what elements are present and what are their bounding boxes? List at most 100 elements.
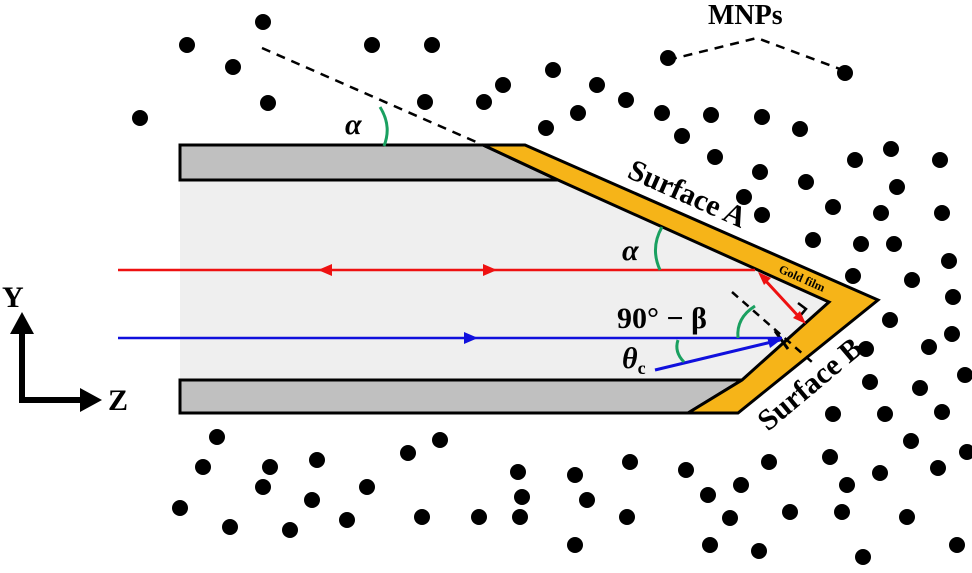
red-reflection-arrow-up (758, 272, 771, 285)
mnp-particle (754, 207, 770, 223)
mnp-particle (476, 94, 492, 110)
mnp-particle (825, 199, 841, 215)
mnp-particle (792, 121, 808, 137)
mnp-particle (899, 509, 915, 525)
mnp-particle (837, 65, 853, 81)
mnp-particle (934, 404, 950, 420)
mnp-particle (921, 339, 937, 355)
z-axis-label: Z (108, 384, 128, 417)
mnp-particle (825, 406, 841, 422)
mnp-particle (510, 464, 526, 480)
blue-incident-arrow (767, 337, 782, 348)
alpha-label-inner: α (622, 234, 639, 267)
mnp-particle (903, 433, 919, 449)
mnp-particle (872, 465, 888, 481)
mnp-particle (957, 367, 972, 383)
ninety-minus-beta-arc (736, 304, 756, 339)
mnp-particle (703, 107, 719, 123)
mnp-particle (567, 467, 583, 483)
mnp-particle (359, 479, 375, 495)
mnp-particle (622, 454, 638, 470)
ninety-minus-beta-label: 90° − β (617, 302, 707, 335)
mnp-particle (514, 489, 530, 505)
mnp-particle (364, 37, 380, 53)
mnp-particle (172, 500, 188, 516)
mnp-particle (862, 374, 878, 390)
mnp-particle (941, 253, 957, 269)
mnp-particles (132, 14, 972, 565)
mnp-particle (782, 504, 798, 520)
mnp-particle (222, 519, 238, 535)
mnp-particle (132, 110, 148, 126)
mnp-particle (304, 492, 320, 508)
mnp-particle (733, 477, 749, 493)
mnp-particle (700, 487, 716, 503)
mnp-particle (225, 59, 241, 75)
normal-foot-tick (773, 330, 790, 350)
mnp-particle (674, 128, 690, 144)
mnp-particle (722, 510, 738, 526)
mnp-particle (877, 406, 893, 422)
mnp-particle (736, 189, 752, 205)
mnp-particle (471, 509, 487, 525)
z-axis-arrowhead (80, 388, 102, 412)
mnps-label: MNPs (708, 0, 783, 31)
y-axis-label: Y (2, 281, 24, 314)
blue-incident-ray (654, 338, 781, 372)
mnp-particle (912, 380, 928, 396)
mnp-particle (209, 429, 225, 445)
mnp-particle (678, 462, 694, 478)
red-ray-arrow-left (318, 264, 332, 276)
mnp-particle (853, 236, 869, 252)
mnp-particle (260, 95, 276, 111)
mnp-particle (847, 152, 863, 168)
mnp-particle (934, 205, 950, 221)
mnps-pointer-lines (667, 36, 849, 74)
blue-ray-arrow (464, 332, 478, 344)
mnp-particle (707, 149, 723, 165)
mnp-particle (904, 272, 920, 288)
mnp-particle (589, 77, 605, 93)
mnp-particle (255, 479, 271, 495)
surface-normal-line (731, 291, 813, 363)
mnp-particle (761, 454, 777, 470)
mnp-particle (754, 109, 770, 125)
red-ray-reflection (762, 277, 802, 320)
mnp-particle (339, 512, 355, 528)
mnp-particle (949, 537, 965, 553)
red-ray-arrow-right (483, 264, 497, 276)
mnp-particle (545, 62, 561, 78)
mnp-particle (255, 14, 271, 30)
mnp-particle (873, 205, 889, 221)
right-angle-marker (797, 302, 808, 317)
mnp-particle (886, 236, 902, 252)
mnp-particle (619, 509, 635, 525)
mnp-particle (309, 452, 325, 468)
mnp-particle (882, 312, 898, 328)
mnp-particle (702, 537, 718, 553)
mnp-particle (262, 459, 278, 475)
mnp-particle (417, 94, 433, 110)
mnp-particle (752, 164, 768, 180)
mnp-particle (959, 444, 972, 460)
mnp-particle (512, 509, 528, 525)
alpha-arc-top (378, 106, 389, 147)
mnp-particle (855, 549, 871, 565)
mnp-particle (179, 37, 195, 53)
mnp-particle (822, 449, 838, 465)
y-axis-arrowhead (10, 312, 34, 334)
alpha-arc-inner (654, 226, 664, 271)
mnp-particle (751, 543, 767, 559)
mnp-particle (798, 174, 814, 190)
surface-a-extension-line (261, 46, 484, 147)
mnp-particle (618, 92, 634, 108)
mnp-particle (889, 179, 905, 195)
theta-c-arc (675, 339, 686, 364)
mnp-particle (414, 509, 430, 525)
mnp-particle (567, 537, 583, 553)
mnp-particle (660, 50, 676, 66)
alpha-label-top: α (345, 108, 362, 141)
mnp-particle (570, 105, 586, 121)
